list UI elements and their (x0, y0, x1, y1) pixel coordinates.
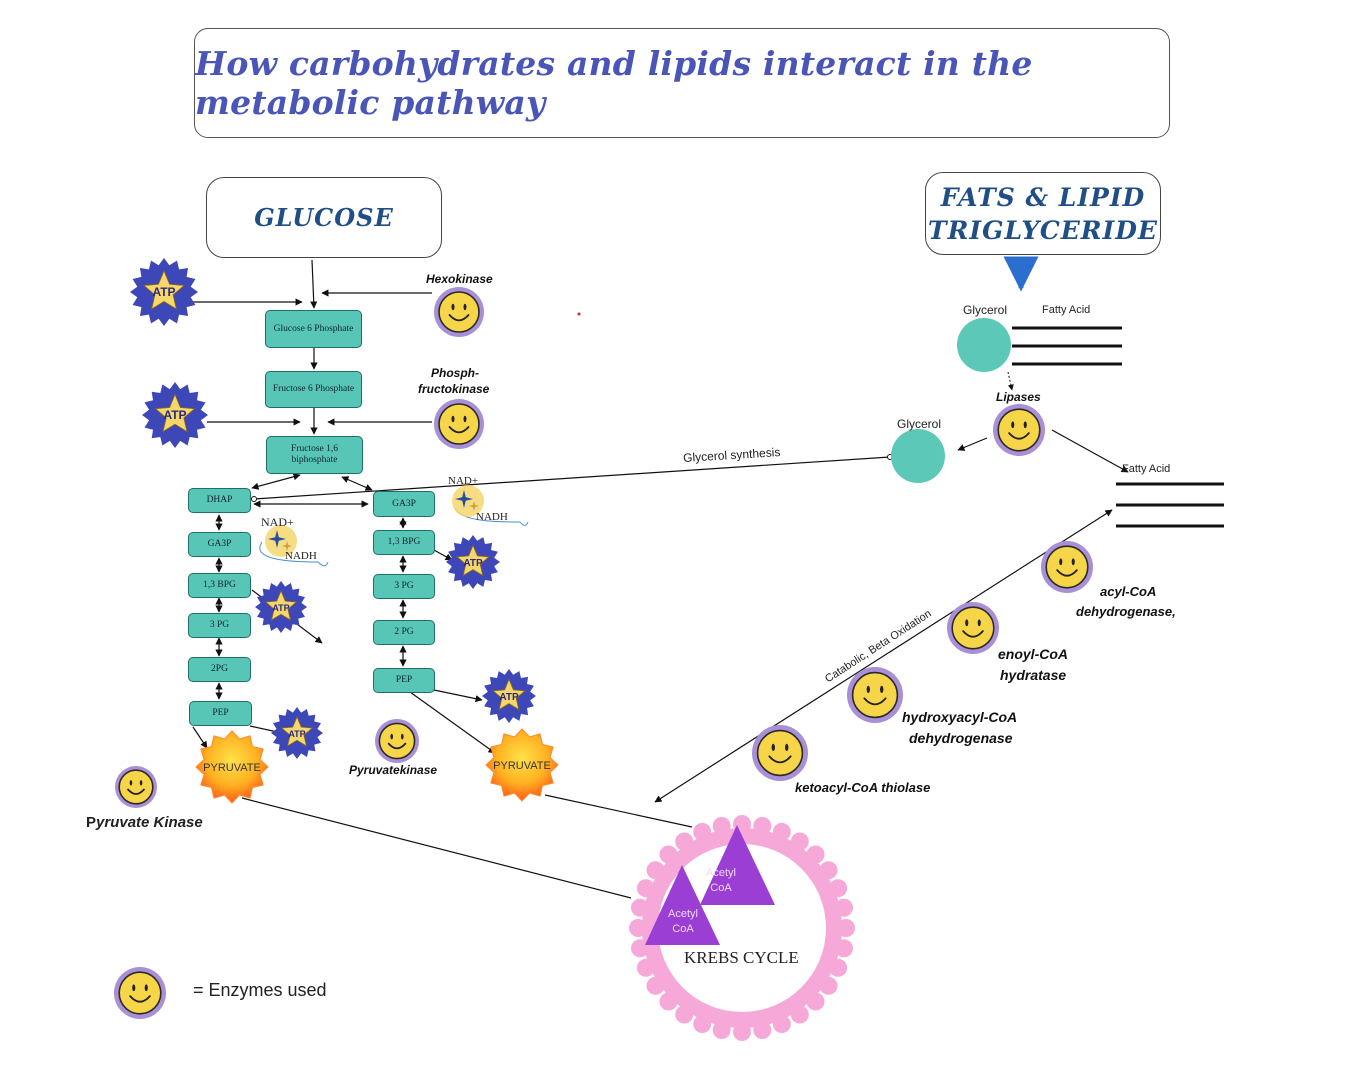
glycerol-circle-top (957, 318, 1011, 372)
nad-plus-right: NAD+ (448, 475, 479, 487)
legend-text: = Enzymes used (193, 980, 327, 1000)
legend-enzyme-icon (114, 967, 166, 1019)
atp-star-icon: ATP (142, 382, 208, 448)
atp-star-icon: ATP (271, 707, 323, 759)
label-pfk-line1: Phosph- (431, 366, 479, 380)
step-glucose-6-phosphate: Glucose 6 Phosphate (265, 310, 362, 348)
nad-sparkle-icon (265, 525, 297, 557)
fats-label-line2: TRIGLYCERIDE (928, 215, 1158, 245)
label-glycerol-mid: Glycerol (897, 417, 942, 431)
atp-label: ATP (272, 603, 289, 613)
krebs-cycle-gear (629, 815, 855, 1041)
label-enoyl-line1: enoyl-CoA (998, 646, 1068, 662)
step-right-pep: PEP (373, 668, 435, 693)
label-lipases: Lipases (996, 390, 1041, 404)
coa-label-1: CoA (710, 882, 732, 894)
atp-label: ATP (163, 408, 186, 422)
pyruvatekinase-enzyme-icon (375, 719, 419, 763)
acetyl-label-2: Acetyl (668, 908, 698, 920)
label-pyruvate-kinase-prefix: P (86, 814, 97, 831)
arrow-split-left (251, 473, 301, 490)
atp-star-icon: ATP (482, 669, 536, 723)
nadh-right: NADH (476, 511, 508, 523)
atp-label: ATP (463, 558, 483, 569)
ketoacyl-coa-enzyme-icon (752, 725, 808, 781)
atp-star-icon: ATP (255, 581, 307, 633)
label-fatty-acid-top: Fatty Acid (1042, 304, 1091, 316)
glycerol-circle-mid (891, 429, 945, 483)
step-left-3pg: 3 PG (188, 613, 251, 638)
step-fructose-6-phosphate: Fructose 6 Phosphate (265, 371, 362, 408)
pyruvate-blob: PYRUVATE (195, 730, 269, 804)
step-left-2pg: 2PG (188, 657, 251, 682)
atp-star-icon: ATP (446, 535, 500, 589)
pyruvate-label: PYRUVATE (493, 760, 551, 772)
label-fatty-acid-mid: Fatty Acid (1122, 463, 1171, 475)
step-right-2pg: 2 PG (373, 620, 435, 645)
nad-sparkle-icon (452, 485, 484, 517)
diagram-title: How carbohydrates and lipids interact in… (195, 44, 1033, 122)
glucose-box: GLUCOSE (206, 177, 442, 258)
coa-label-2: CoA (672, 923, 694, 935)
label-hydroxy-line2: dehydrogenase (909, 730, 1013, 746)
acetyl-label-1: Acetyl (706, 867, 736, 879)
atp-label: ATP (288, 729, 305, 739)
enoyl-coa-enzyme-icon (947, 602, 999, 654)
line-pyruvate-right-krebs (544, 794, 693, 828)
glycerol-synthesis-line (253, 456, 891, 500)
step-left-13bpg: 1,3 BPG (188, 573, 251, 598)
step-right-3pg: 3 PG (373, 574, 435, 599)
nad-plus-left: NAD+ (261, 515, 294, 529)
atp-star-icon: ATP (130, 258, 198, 326)
step-right-13bpg: 1,3 BPG (373, 530, 435, 555)
step-fructose-16-biphosphate: Fructose 1,6 biphosphate (266, 436, 363, 474)
label-acyl-line1: acyl-CoA (1100, 584, 1157, 599)
arrow-split-right (341, 476, 373, 491)
glycerol-synthesis-label: Glycerol synthesis (683, 445, 781, 465)
lipase-enzyme-icon (993, 404, 1045, 456)
fats-box: FATS & LIPID TRIGLYCERIDE (925, 172, 1161, 255)
arrow-glucose-g6p (310, 259, 318, 309)
beta-oxidation-line (654, 509, 1113, 803)
label-ketoacyl: ketoacyl-CoA thiolase (795, 780, 931, 795)
label-hydroxy-line1: hydroxyacyl-CoA (902, 709, 1018, 725)
label-pyruvatekinase: Pyruvatekinase (349, 763, 438, 777)
nadh-left: NADH (285, 550, 317, 562)
step-right-ga3p: GA3P (373, 491, 435, 517)
label-pyruvate-kinase-rest: yruvate Kinase (96, 814, 203, 831)
step-dhap: DHAP (188, 488, 251, 513)
atp-label: ATP (499, 692, 519, 703)
acetyl-coa-triangle-1 (700, 825, 775, 905)
title-box: How carbohydrates and lipids interact in… (194, 28, 1170, 138)
label-pyruvate-kinase: Pyruvate Kinase (86, 814, 203, 831)
fats-label-line1: FATS & LIPID (940, 182, 1146, 212)
pyruvate-kinase-enzyme-icon (115, 766, 157, 808)
pfk-enzyme-icon (434, 399, 484, 449)
label-enoyl-line2: hydratase (1000, 667, 1067, 683)
pyruvate-blob: PYRUVATE (485, 728, 559, 802)
acetyl-coa-triangle-2 (645, 865, 720, 945)
step-left-ga3p: GA3P (188, 532, 251, 557)
krebs-cycle-label: KREBS CYCLE (684, 948, 799, 967)
atp-label: ATP (152, 285, 175, 299)
label-acyl-line2: dehydrogenase, (1076, 604, 1176, 619)
hydroxyacyl-coa-enzyme-icon (847, 667, 903, 723)
line-pyruvate-left-krebs (241, 797, 632, 899)
label-glycerol-top: Glycerol (963, 303, 1008, 317)
acyl-coa-enzyme-icon (1041, 541, 1093, 593)
label-hexokinase: Hexokinase (426, 272, 493, 286)
hexokinase-enzyme-icon (434, 287, 484, 337)
label-pfk-line2: fructokinase (418, 382, 490, 396)
pyruvate-label: PYRUVATE (203, 762, 261, 774)
glucose-label: GLUCOSE (254, 203, 394, 232)
step-left-pep: PEP (189, 701, 252, 726)
